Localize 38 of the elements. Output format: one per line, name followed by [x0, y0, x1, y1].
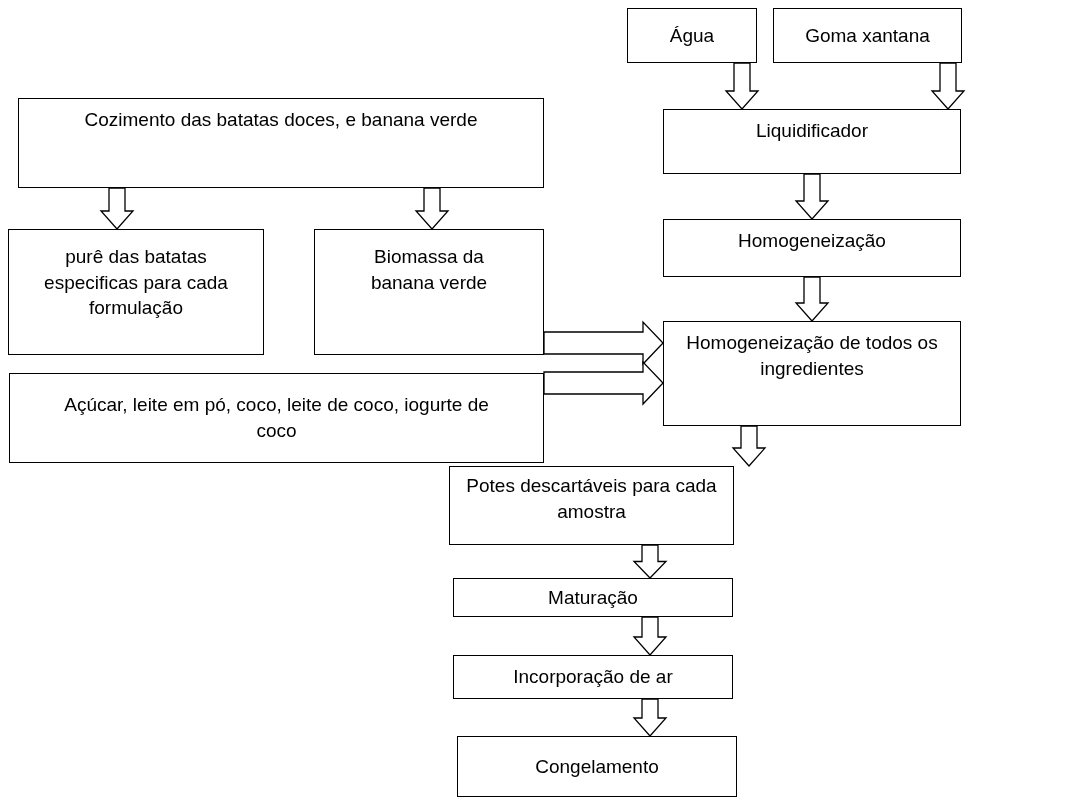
process-box — [449, 466, 734, 545]
step-label: Goma xantana — [805, 23, 930, 48]
block-arrow — [543, 320, 664, 366]
process-box — [663, 219, 961, 277]
process-box — [627, 8, 757, 63]
step-label: Água — [669, 23, 715, 48]
process-box — [773, 8, 962, 63]
block-arrow — [543, 360, 664, 406]
process-box — [663, 321, 961, 426]
process-box — [314, 229, 544, 355]
block-arrow — [632, 616, 668, 656]
process-box — [453, 578, 733, 617]
block-arrow — [632, 698, 668, 737]
process-box — [663, 109, 961, 174]
step-label: Incorporação de ar — [513, 665, 673, 690]
step-label: Liquidificador — [756, 119, 868, 143]
step-label: Maturação — [548, 585, 638, 610]
block-arrow — [930, 62, 966, 110]
block-arrow — [414, 187, 450, 230]
block-arrow — [731, 425, 767, 467]
step-label: Congelamento — [535, 754, 659, 779]
block-arrow — [724, 62, 760, 110]
step-label: Cozimento das batatas doces, e banana verde — [84, 108, 478, 132]
process-box — [453, 655, 733, 699]
step-label: Homogeneização de todos os ingredientes — [685, 331, 939, 381]
process-box — [457, 736, 737, 797]
block-arrow — [794, 276, 830, 322]
step-label: purê das batatas especificas para cada formulação — [43, 245, 229, 321]
block-arrow — [99, 187, 135, 230]
step-label: Potes descartáveis para cada amostra — [465, 474, 718, 524]
process-box — [18, 98, 544, 188]
step-label: Biomassa da banana verde — [369, 245, 489, 295]
step-label: Homogeneização — [738, 229, 886, 253]
block-arrow — [632, 544, 668, 579]
process-box — [9, 373, 544, 463]
step-label: Açúcar, leite em pó, coco, leite de coco, iogurte de coco — [63, 393, 490, 443]
process-box — [8, 229, 264, 355]
block-arrow — [794, 173, 830, 220]
